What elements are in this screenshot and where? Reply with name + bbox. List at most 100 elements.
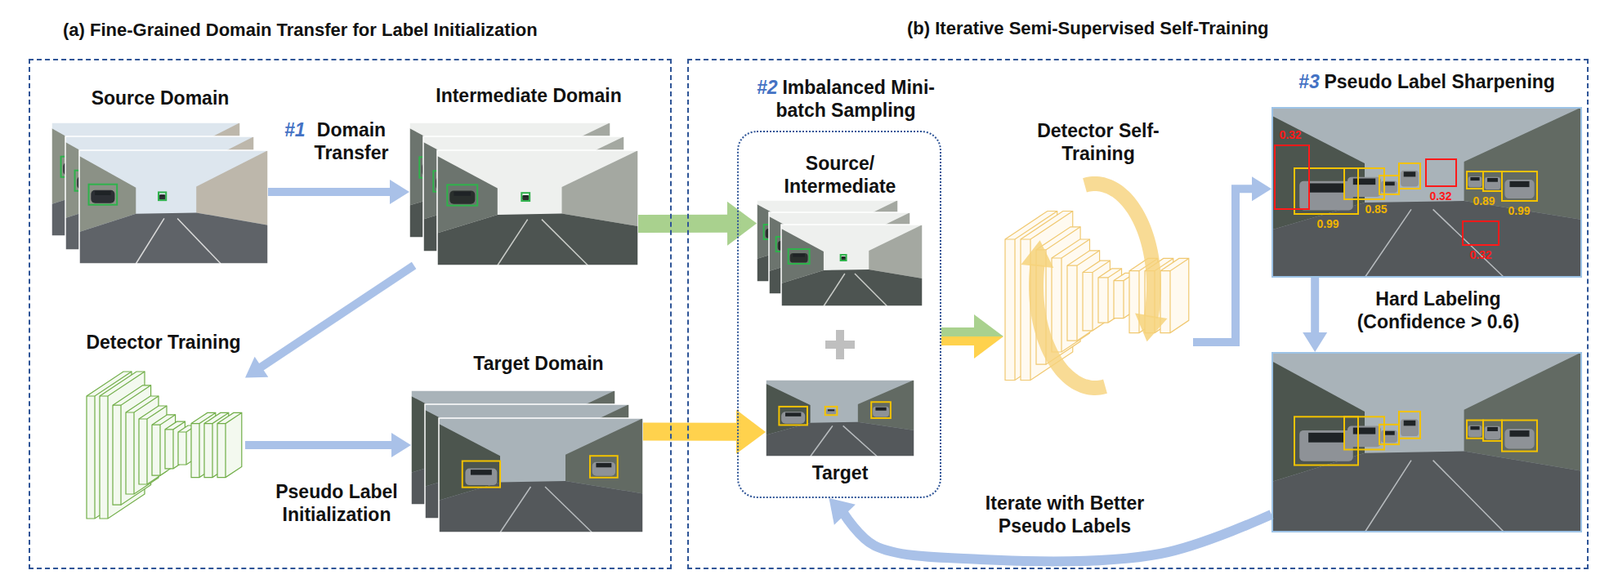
car <box>1347 426 1382 448</box>
heading: Source Domain <box>91 86 230 110</box>
scene-road <box>79 212 269 264</box>
detection-box <box>446 184 478 206</box>
car-window <box>841 256 845 258</box>
heading: Pseudo Label Sharpening <box>1323 71 1555 93</box>
scene-sky <box>781 224 923 307</box>
detection-box <box>1398 163 1421 189</box>
car-window <box>1403 171 1417 177</box>
detection-box <box>1501 171 1538 202</box>
arrow-head <box>974 314 1004 359</box>
car-window <box>470 469 492 475</box>
lane-mark <box>1364 460 1412 533</box>
car <box>781 411 805 424</box>
heading: #2Imbalanced Mini-batch Sampling <box>735 75 957 122</box>
edge-label: Iterate with Better Pseudo Labels <box>958 491 1171 538</box>
callout-number: #2 <box>756 76 778 99</box>
sampling-box: #2Imbalanced Mini-batch SamplingSource/ … <box>737 130 942 499</box>
arrow-connector <box>245 265 415 378</box>
car <box>1400 419 1419 437</box>
scene-building <box>858 379 915 431</box>
scene-road <box>437 214 639 266</box>
car-window <box>1487 178 1498 183</box>
heading: Source/ Intermediate <box>770 151 910 198</box>
arrow-head <box>391 433 412 458</box>
scene-road <box>765 422 915 457</box>
image-border <box>79 150 269 264</box>
image-border <box>437 150 639 266</box>
arrow-shaft <box>1310 277 1319 335</box>
detection-box <box>1294 416 1359 465</box>
scene-sky <box>437 150 639 266</box>
arrow-connector <box>643 410 766 455</box>
confidence-score: 0.99 <box>1316 217 1339 232</box>
detection-box <box>1379 175 1399 195</box>
arrow-shaft <box>245 441 394 450</box>
car-window <box>1470 177 1480 181</box>
detection-box <box>871 402 891 419</box>
lane-mark <box>500 487 532 533</box>
arrow-connector <box>245 433 412 458</box>
car <box>159 194 166 200</box>
scene-building <box>1464 107 1583 220</box>
scene-building <box>196 150 269 226</box>
confidence-score: 0.32 <box>1278 128 1301 143</box>
car <box>872 406 890 418</box>
car-window <box>827 409 835 412</box>
confidence-score: 0.32 <box>1469 248 1492 263</box>
edge-label: Domain Transfer <box>298 118 405 165</box>
detection-box <box>1462 221 1499 246</box>
detection-box <box>778 406 808 426</box>
car <box>1484 177 1501 190</box>
network-edge <box>1160 258 1189 333</box>
car-window <box>160 195 165 197</box>
car-window <box>1470 426 1480 430</box>
car-window <box>792 254 805 258</box>
car-window <box>1509 430 1529 438</box>
detection-box <box>462 461 501 488</box>
car <box>1381 430 1398 444</box>
detection-box <box>1294 168 1359 215</box>
lane-mark <box>497 219 528 266</box>
scene-sky <box>79 150 269 264</box>
car <box>1400 170 1419 188</box>
scene-sky <box>1271 107 1583 278</box>
detection-box <box>1466 420 1484 439</box>
arrow-shaft <box>268 187 392 197</box>
detection-box <box>1274 145 1310 210</box>
confidence-score: 0.32 <box>1429 189 1452 204</box>
detector-network: Detector Training <box>86 365 246 523</box>
image-border <box>438 418 644 533</box>
heading: Target Domain <box>473 352 604 376</box>
car-window <box>1353 428 1376 435</box>
detection-box <box>1466 171 1484 189</box>
scene-building <box>565 418 644 494</box>
panel-title: (b) Iterative Semi-Supervised Self-Train… <box>907 17 1270 41</box>
car <box>592 462 616 477</box>
scene-sky <box>765 379 915 457</box>
car-window <box>1353 178 1376 186</box>
car-window <box>453 192 471 197</box>
car-window <box>595 463 612 468</box>
detection-box <box>1379 424 1399 445</box>
car <box>1504 179 1534 199</box>
detection-box <box>825 406 838 416</box>
car <box>790 253 809 264</box>
scene-road <box>1271 201 1583 278</box>
callout-number: #1 <box>284 118 306 142</box>
car-window <box>785 412 801 417</box>
lane-mark <box>177 218 221 264</box>
lane-mark <box>541 219 589 266</box>
car-window <box>875 407 886 412</box>
network-layer <box>217 412 242 478</box>
lane-mark <box>843 425 878 457</box>
detection-box <box>1398 411 1421 439</box>
scene-building <box>562 150 639 227</box>
rotation-arrow <box>1036 264 1106 389</box>
confidence-score: 0.99 <box>1507 204 1530 219</box>
heading: Detector Self-Training <box>1020 119 1176 166</box>
arrow-connector <box>1193 176 1272 343</box>
detection-box <box>521 192 530 202</box>
image-stack: Source Domain <box>51 122 269 264</box>
car <box>1468 176 1483 188</box>
